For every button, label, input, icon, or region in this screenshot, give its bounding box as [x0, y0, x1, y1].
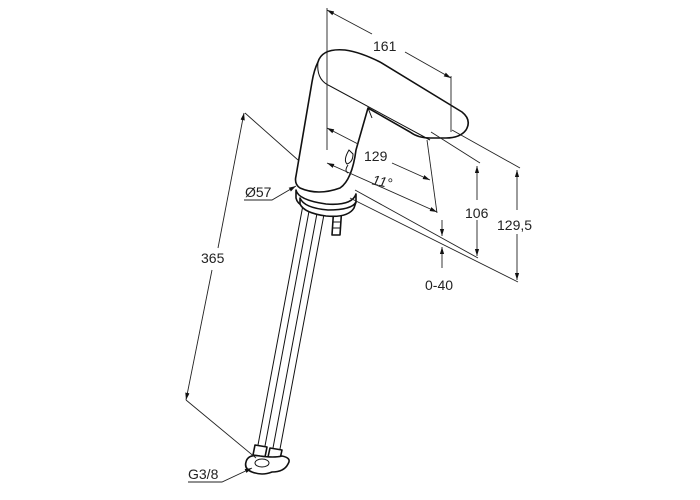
dimension-angle: 11° — [326, 162, 438, 213]
dimension-label-129: 129 — [364, 148, 388, 164]
diameter-label: Ø57 — [245, 184, 272, 200]
dimension-106: 106 — [465, 166, 489, 256]
thread-label: G3/8 — [188, 466, 219, 482]
dimension-label-106: 106 — [465, 205, 489, 221]
dimension-0-40: 0-40 — [425, 220, 453, 293]
angle-label: 11° — [371, 172, 394, 192]
faucet-body — [294, 48, 470, 193]
spout-edge — [317, 61, 431, 141]
extension-lines — [349, 129, 521, 283]
dimension-label-161: 161 — [373, 38, 397, 54]
dimension-diameter: Ø57 — [244, 184, 297, 201]
dimension-129-5: 129,5 — [497, 170, 532, 280]
dimension-161: 161 — [326, 8, 452, 150]
dimension-365: 365 — [185, 112, 299, 459]
faucet-base — [295, 189, 357, 218]
dimension-label-365: 365 — [201, 250, 225, 266]
thread-callout: G3/8 — [188, 466, 253, 483]
dimension-label-0-40: 0-40 — [425, 277, 453, 293]
supply-hoses — [244, 204, 326, 475]
connection-nut — [244, 454, 290, 475]
dimension-label-129-5: 129,5 — [497, 217, 532, 233]
